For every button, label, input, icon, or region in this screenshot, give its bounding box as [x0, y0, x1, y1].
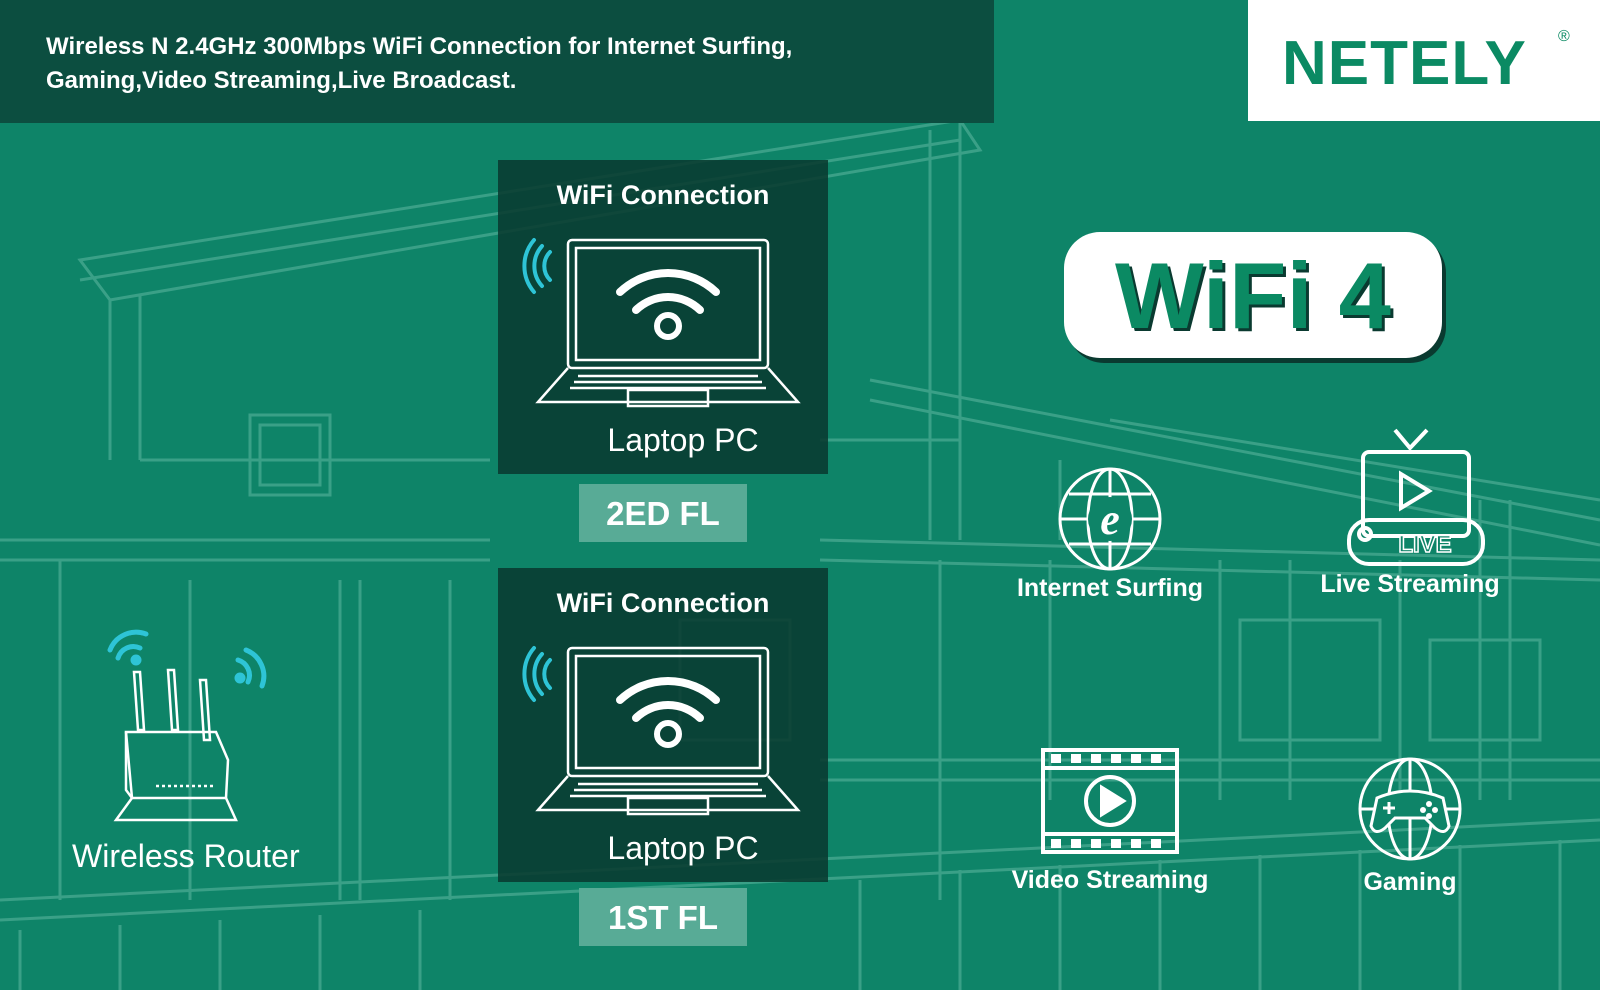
- panel-title: WiFi Connection: [556, 588, 770, 618]
- feature-label: Live Streaming: [1320, 570, 1500, 598]
- floor-tag-upper: 2ED FL: [579, 484, 747, 542]
- device-panel-upper: WiFi Connection Laptop PC: [498, 160, 828, 474]
- laptop-wifi-icon: [522, 646, 801, 816]
- svg-text:e: e: [1100, 495, 1120, 544]
- floor-tag-lower: 1ST FL: [579, 888, 747, 946]
- feature-video-streaming: Video Streaming: [1000, 746, 1220, 895]
- device-panel-lower: WiFi Connection Laptop PC: [498, 568, 828, 882]
- wifi4-badge: WiFi 4: [1064, 232, 1442, 358]
- wifi4-label: WiFi 4: [1115, 243, 1391, 348]
- globe-browser-icon: e: [1058, 467, 1162, 571]
- game-controller-icon: [1358, 757, 1462, 861]
- header-tagline: Wireless N 2.4GHz 300Mbps WiFi Connectio…: [46, 33, 793, 94]
- registered-mark: ®: [1558, 28, 1570, 45]
- feature-live-streaming: LIVE Live Streaming: [1300, 426, 1520, 599]
- laptop-wifi-icon: [522, 238, 801, 408]
- feature-gaming: Gaming: [1300, 756, 1520, 897]
- film-play-icon: [1041, 748, 1179, 854]
- device-label: Laptop PC: [607, 830, 759, 866]
- header-banner: Wireless N 2.4GHz 300Mbps WiFi Connectio…: [0, 0, 994, 123]
- live-badge-text: LIVE: [1398, 531, 1451, 558]
- router-label: Wireless Router: [72, 838, 300, 874]
- wireless-router-icon: [107, 629, 267, 822]
- feature-label: Gaming: [1363, 868, 1457, 896]
- feature-label: Video Streaming: [1011, 866, 1209, 894]
- panel-title: WiFi Connection: [556, 180, 770, 210]
- live-tv-icon: LIVE: [1347, 428, 1485, 566]
- brand-logo: NETELY: [1282, 29, 1527, 98]
- device-label: Laptop PC: [607, 422, 759, 458]
- feature-label: Internet Surfing: [1016, 574, 1204, 602]
- feature-internet-surfing: e Internet Surfing: [1000, 464, 1220, 603]
- brand-logo-box: NETELY ®: [1248, 0, 1600, 121]
